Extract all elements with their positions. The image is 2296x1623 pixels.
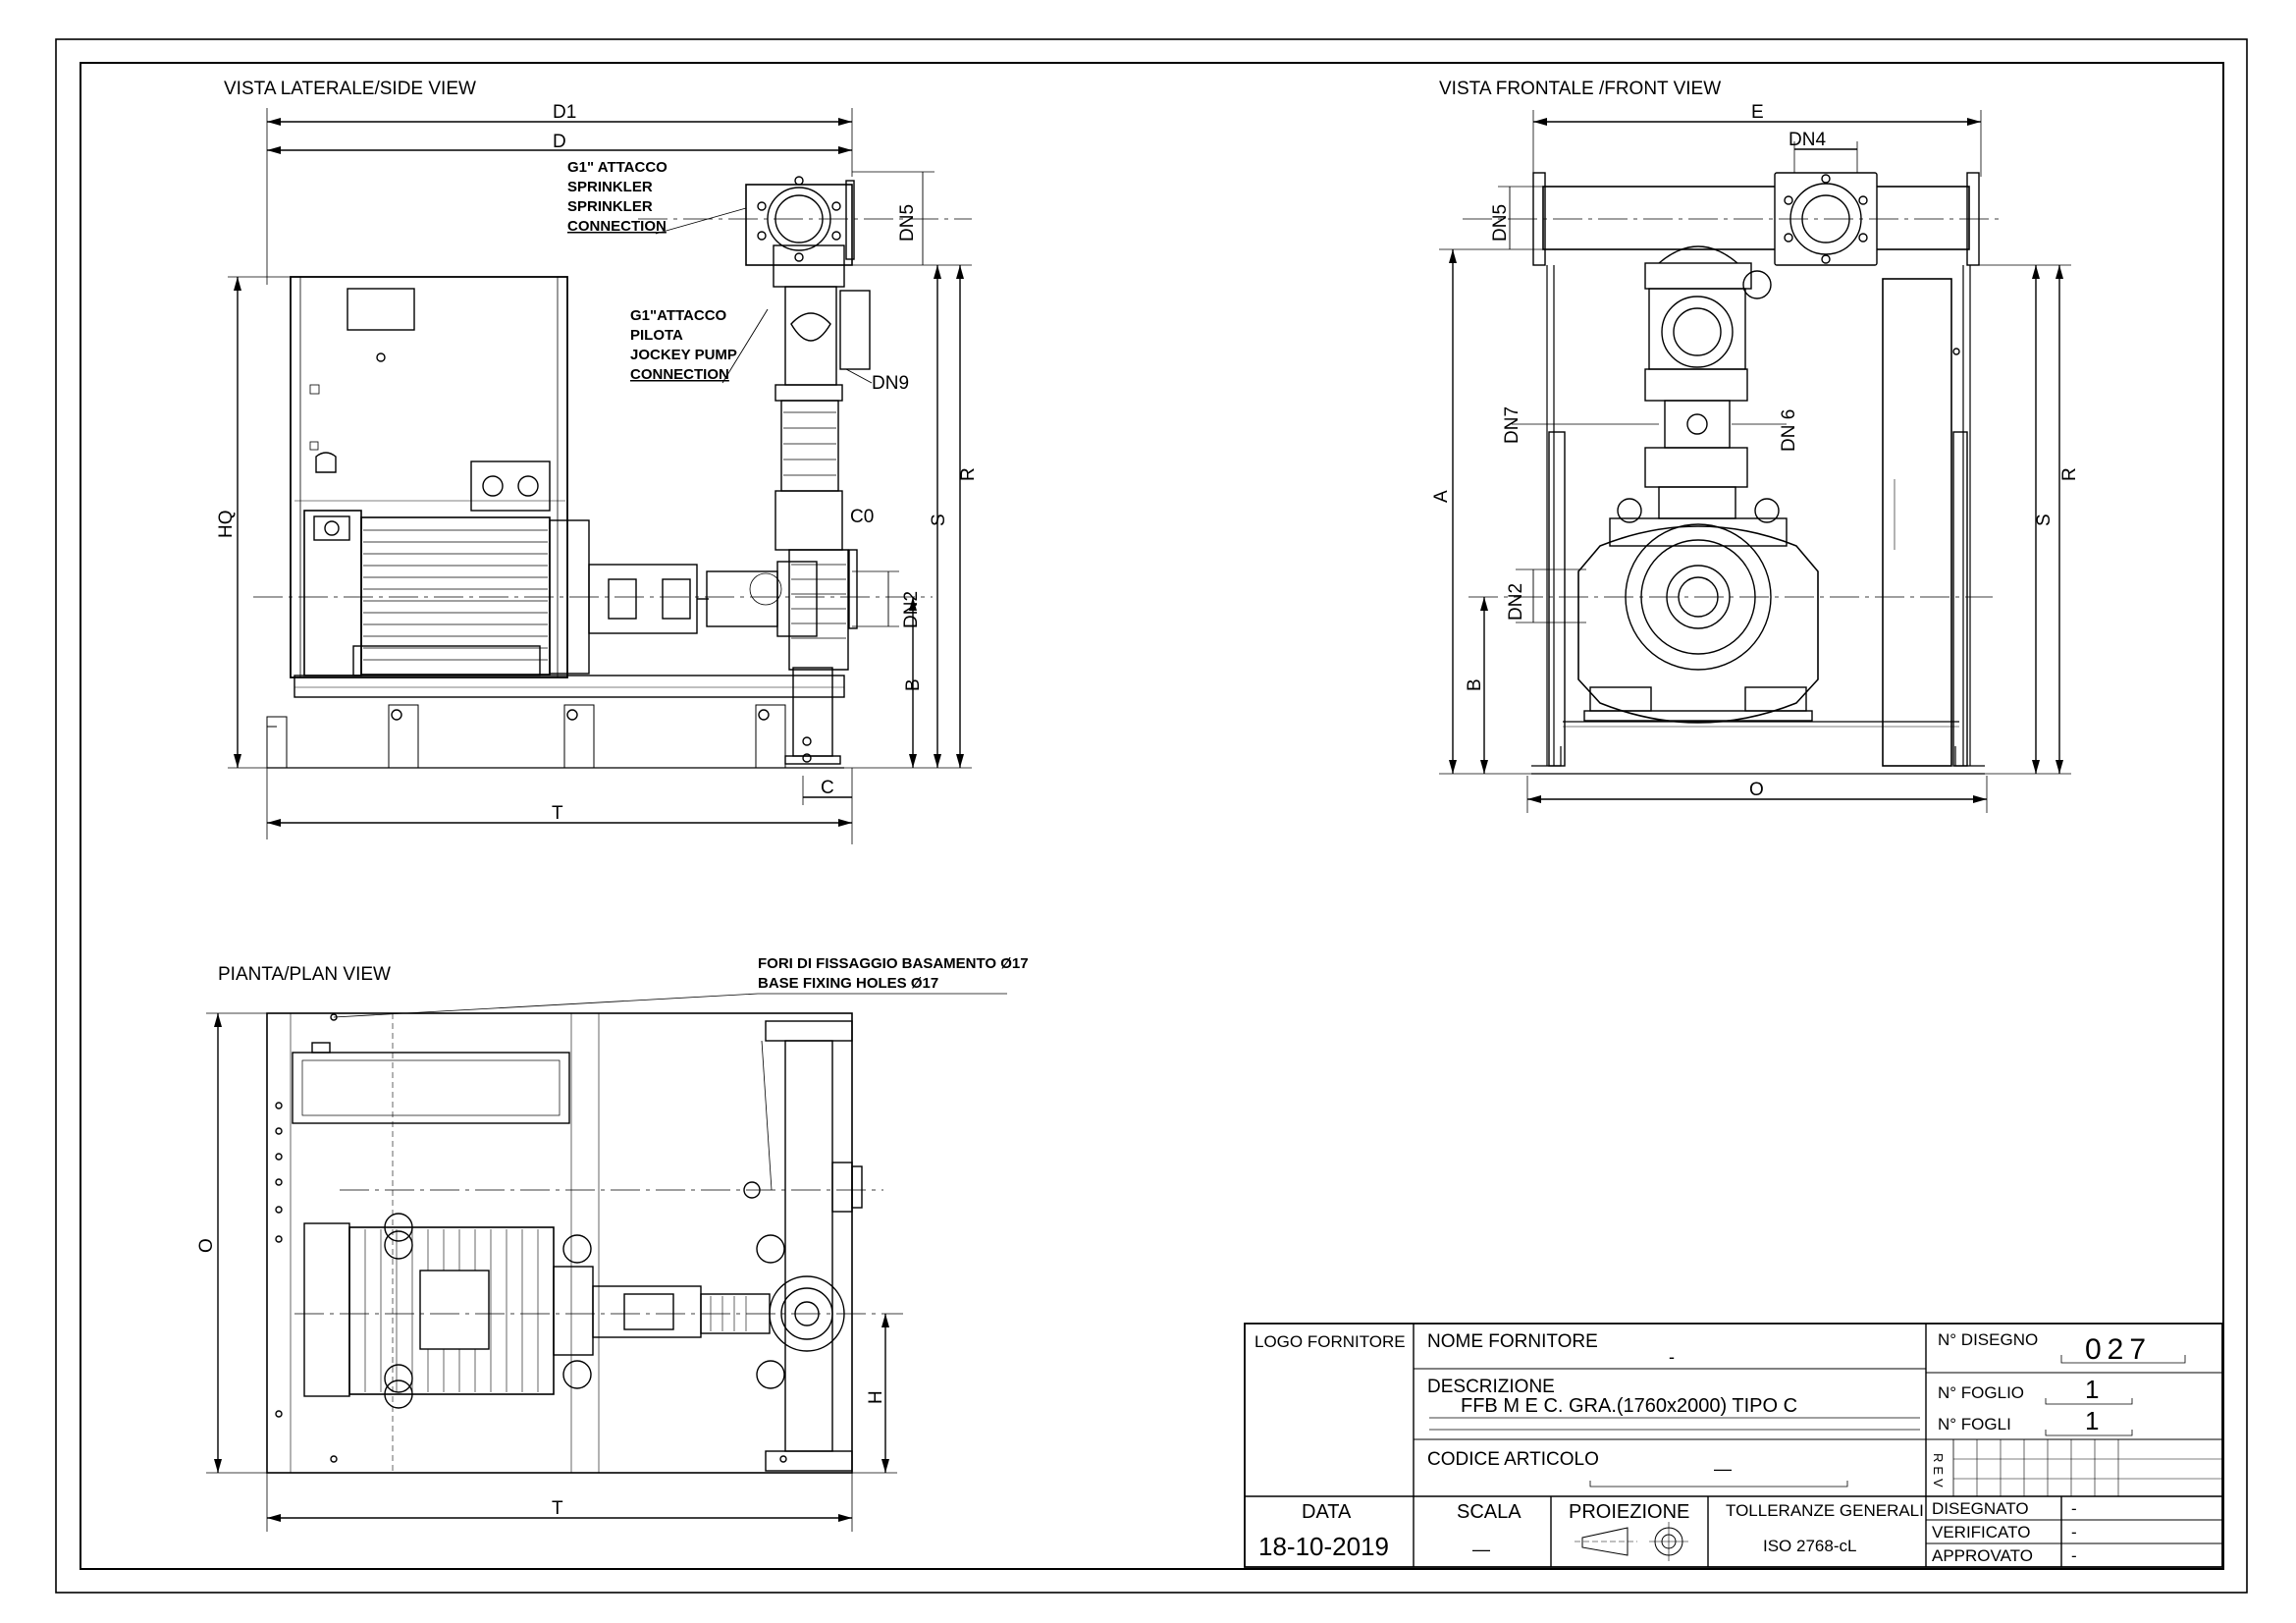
front-dim-o: O	[1749, 780, 1764, 800]
front-dim-dn7: DN7	[1502, 406, 1522, 444]
plan-dim-o: O	[196, 1238, 217, 1253]
dim-c: C	[821, 778, 834, 798]
approved-label: APPROVATO	[1932, 1546, 2033, 1565]
drawn-value: -	[2071, 1499, 2077, 1518]
outer-frame	[55, 38, 2248, 1594]
dim-t-side: T	[552, 803, 563, 824]
checked-label: VERIFICATO	[1932, 1523, 2030, 1542]
sheet-value: 1	[2085, 1375, 2099, 1404]
front-dim-dn4: DN4	[1789, 130, 1826, 150]
plan-dim-h: H	[866, 1390, 886, 1404]
drawing-no-label: N° DISEGNO	[1938, 1330, 2038, 1349]
dim-d: D	[553, 132, 566, 152]
sheets-value: 1	[2085, 1406, 2099, 1435]
projection-label: PROIEZIONE	[1569, 1501, 1689, 1523]
description-label: DESCRIZIONE	[1427, 1377, 1555, 1397]
projection-symbol-icon	[1575, 1522, 1688, 1561]
inner-frame	[80, 62, 2224, 1570]
sprinkler-note-1: G1" ATTACCO	[567, 159, 667, 176]
dim-dn9: DN9	[872, 373, 909, 394]
checked-value: -	[2071, 1523, 2077, 1542]
front-view-title: VISTA FRONTALE /FRONT VIEW	[1439, 79, 1721, 99]
dim-s: S	[929, 514, 949, 526]
scale-label: SCALA	[1457, 1501, 1522, 1523]
sprinkler-note-2: SPRINKLER	[567, 179, 653, 195]
sheets-label: N° FOGLI	[1938, 1415, 2011, 1434]
side-view: VISTA LATERALE/SIDE VIEW D1 D G1" ATTACC…	[216, 79, 979, 844]
front-view: VISTA FRONTALE /FRONT VIEW E DN4	[1431, 79, 2080, 813]
front-dim-dn5: DN5	[1490, 204, 1511, 242]
front-dim-s: S	[2034, 514, 2055, 526]
logo-label: LOGO FORNITORE	[1255, 1332, 1406, 1351]
drawn-label: DISEGNATO	[1932, 1499, 2029, 1518]
jockey-note-4: CONNECTION	[630, 366, 729, 383]
scale-value: —	[1472, 1540, 1490, 1559]
date-label: DATA	[1302, 1501, 1352, 1523]
date-value: 18-10-2019	[1258, 1532, 1389, 1561]
front-dim-a: A	[1431, 490, 1452, 503]
dim-dn2: DN2	[901, 591, 922, 628]
front-dim-dn6: DN 6	[1779, 409, 1799, 452]
plan-note-2: BASE FIXING HOLES Ø17	[758, 975, 938, 992]
plan-view-title: PIANTA/PLAN VIEW	[218, 964, 391, 985]
plan-dim-t: T	[552, 1498, 563, 1519]
dim-r: R	[958, 467, 979, 481]
dim-b: B	[903, 678, 924, 691]
jockey-note-1: G1"ATTACCO	[630, 307, 727, 324]
dim-dn5: DN5	[897, 204, 918, 242]
sprinkler-note-3: SPRINKLER	[567, 198, 653, 215]
dim-c0: C0	[850, 507, 874, 527]
jockey-note-3: JOCKEY PUMP	[630, 347, 737, 363]
dim-d1: D1	[553, 102, 576, 123]
code-value: —	[1714, 1459, 1732, 1479]
front-dim-dn2: DN2	[1506, 583, 1526, 621]
tolerance-value: ISO 2768-cL	[1763, 1537, 1856, 1555]
description-value: FFB M E C. GRA.(1760x2000) TIPO C	[1461, 1395, 1797, 1417]
tolerance-label: TOLLERANZE GENERALI	[1726, 1501, 1924, 1520]
sprinkler-note-4: CONNECTION	[567, 218, 667, 235]
supplier-label: NOME FORNITORE	[1427, 1331, 1598, 1352]
plan-note-1: FORI DI FISSAGGIO BASAMENTO Ø17	[758, 955, 1029, 972]
jockey-note-2: PILOTA	[630, 327, 683, 344]
side-view-title: VISTA LATERALE/SIDE VIEW	[224, 79, 476, 99]
dim-hq: HQ	[216, 511, 237, 539]
approved-value: -	[2071, 1546, 2077, 1565]
front-dim-r: R	[2059, 467, 2080, 481]
front-dim-e: E	[1751, 102, 1764, 123]
front-dim-b: B	[1465, 678, 1485, 691]
drawing-no-value: 027	[2085, 1333, 2152, 1366]
code-label: CODICE ARTICOLO	[1427, 1449, 1599, 1470]
title-block: LOGO FORNITORE NOME FORNITORE - DESCRIZI…	[1244, 1323, 2223, 1568]
rev-label: REV	[1931, 1453, 1946, 1491]
supplier-value: -	[1669, 1347, 1675, 1367]
sheet-label: N° FOGLIO	[1938, 1383, 2024, 1402]
plan-view: PIANTA/PLAN VIEW FORI DI FISSAGGIO BASAM…	[196, 955, 1029, 1532]
